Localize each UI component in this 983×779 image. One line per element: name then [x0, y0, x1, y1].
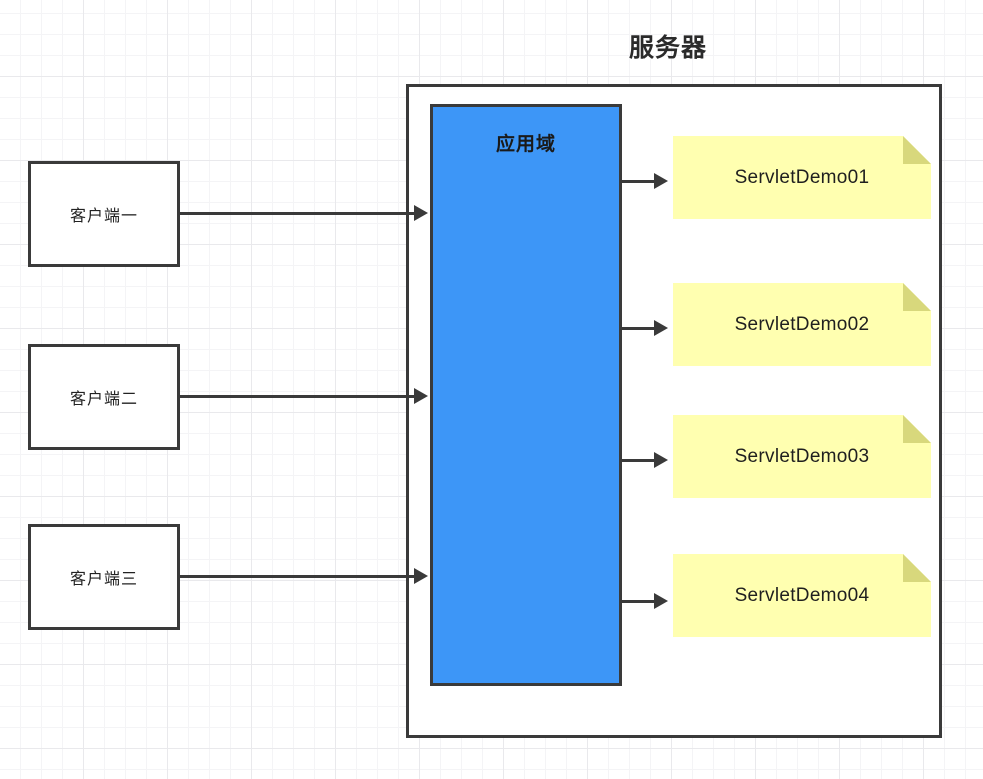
servlet-note-1: ServletDemo01 [673, 136, 931, 219]
client-label-2: 客户端二 [69, 391, 138, 408]
servlet-note-2: ServletDemo02 [673, 283, 931, 366]
note-body-2 [673, 283, 931, 366]
arrowhead-client3-to-appdomain [414, 568, 428, 584]
arrowhead-appdomain-to-servlet2 [654, 320, 668, 336]
connector-appdomain-to-servlet4 [622, 600, 656, 603]
client-box-1: 客户端一 [28, 161, 180, 267]
page-title: 服务器 [629, 34, 708, 62]
app-domain-label: 应用域 [495, 134, 556, 155]
arrowhead-appdomain-to-servlet3 [654, 452, 668, 468]
connector-client3-to-appdomain [180, 575, 416, 578]
arrowhead-appdomain-to-servlet4 [654, 593, 668, 609]
servlet-label-1: ServletDemo01 [734, 166, 870, 188]
client-label-3: 客户端三 [69, 571, 138, 588]
connector-appdomain-to-servlet2 [622, 327, 656, 330]
arrowhead-client2-to-appdomain [414, 388, 428, 404]
client-box-3: 客户端三 [28, 524, 180, 630]
note-body-4 [673, 554, 931, 637]
servlet-note-4: ServletDemo04 [673, 554, 931, 637]
servlet-note-3: ServletDemo03 [673, 415, 931, 498]
arrowhead-appdomain-to-servlet1 [654, 173, 668, 189]
servlet-label-4: ServletDemo04 [734, 584, 870, 606]
note-body-1 [673, 136, 931, 219]
client-label-1: 客户端一 [69, 208, 138, 225]
servlet-label-3: ServletDemo03 [734, 445, 870, 467]
connector-appdomain-to-servlet1 [622, 180, 656, 183]
connector-client1-to-appdomain [180, 212, 416, 215]
connector-appdomain-to-servlet3 [622, 459, 656, 462]
connector-client2-to-appdomain [180, 395, 416, 398]
servlet-label-2: ServletDemo02 [734, 313, 870, 335]
arrowhead-client1-to-appdomain [414, 205, 428, 221]
app-domain-box: 应用域 [430, 104, 622, 686]
client-box-2: 客户端二 [28, 344, 180, 450]
note-body-3 [673, 415, 931, 498]
